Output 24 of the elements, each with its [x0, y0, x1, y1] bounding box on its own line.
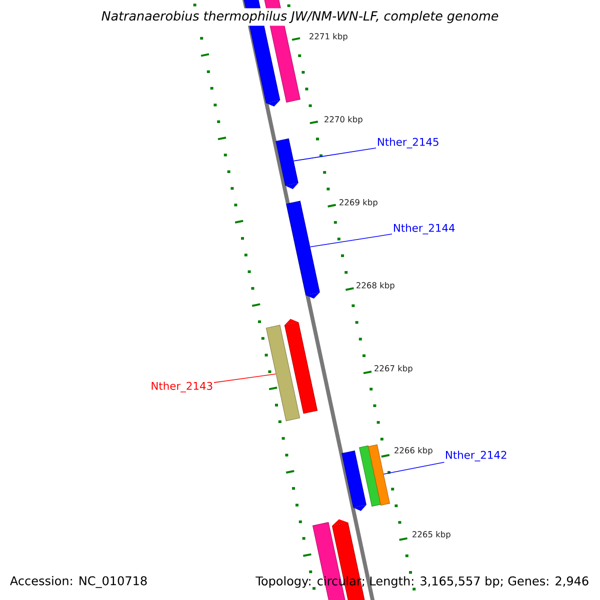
leader-line — [293, 148, 376, 162]
leader-line — [214, 374, 276, 383]
gene-block — [276, 138, 298, 190]
gene-block — [266, 324, 300, 422]
gene-label: Nther_2145 — [378, 138, 438, 148]
gene-block — [359, 445, 381, 507]
gene-block — [284, 318, 318, 414]
gene-label: Nther_2143 — [152, 382, 212, 392]
tick-label: 2267 kbp — [374, 365, 412, 373]
leader-line — [310, 234, 392, 248]
leader-line — [383, 462, 445, 474]
footer-text: Topology: circular; Length: 3,165,557 bp; Genes: 2,946 — [256, 576, 588, 588]
gene-block — [342, 450, 366, 512]
tick-label: 2269 kbp — [340, 199, 378, 207]
title: Natranaerobius thermophilus JW/NM-WN-LF, complete genome — [98, 8, 502, 26]
tick-label: 2270 kbp — [324, 116, 362, 124]
tick-label: 2265 kbp — [412, 531, 450, 539]
tick-label: 2266 kbp — [394, 447, 432, 455]
gene-label: Nther_2144 — [394, 224, 455, 234]
gene-label: Nther_2142 — [446, 450, 506, 462]
footer-text: Accession: NC_010718 — [10, 576, 147, 588]
tick-label: 2271 kbp — [310, 33, 348, 41]
gene-block — [286, 200, 320, 299]
tick-label: 2268 kbp — [356, 282, 394, 290]
